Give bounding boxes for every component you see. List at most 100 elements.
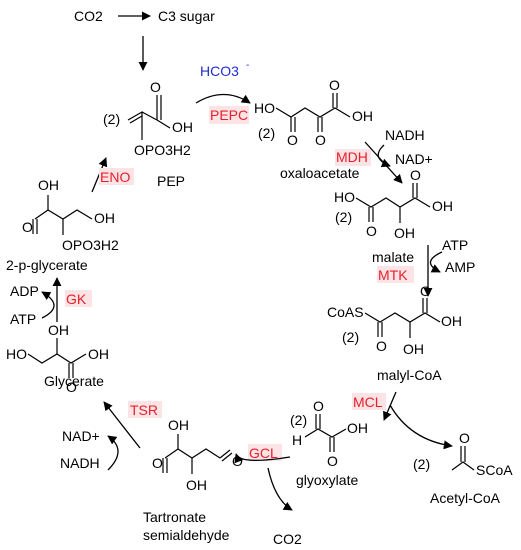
pep-carbonyl-o: O: [150, 79, 161, 95]
malyl-coas: CoAS: [327, 304, 364, 320]
oaa-oh: OH: [352, 108, 373, 124]
glyox-o2: O: [327, 453, 338, 469]
tart-oh1: OH: [168, 417, 189, 433]
mdh-nadplus: NAD+: [395, 151, 433, 167]
glyox-oh: OH: [347, 420, 368, 436]
mal-oh1: OH: [394, 225, 415, 241]
acetyl-o: O: [459, 430, 470, 446]
gk-enzyme: GK: [66, 291, 87, 307]
oxaloacetate-label: oxaloacetate: [280, 165, 360, 181]
mdh-cofactor-arrow: [377, 144, 391, 168]
tsr-arrow: [103, 401, 141, 449]
mal-ho: HO: [334, 189, 355, 205]
c3-sugar-label: C3 sugar: [158, 8, 215, 24]
malyl-o1: O: [376, 338, 387, 354]
oaa-o3: O: [329, 77, 340, 93]
tartronate-label-2: semialdehyde: [143, 527, 230, 543]
pg-opo3h2: OPO3H2: [62, 237, 119, 253]
mtk-cofactor-arrow: [429, 251, 443, 273]
tsr-enzyme: TSR: [130, 402, 158, 418]
gcl-enzyme: GCL: [249, 445, 278, 461]
malyl-oh2: OH: [441, 313, 462, 329]
hco3-label: HCO3: [200, 63, 239, 79]
mdh-nadh: NADH: [385, 127, 425, 143]
glyc-ho: HO: [6, 346, 27, 362]
mdh-bg: [335, 149, 371, 166]
pg-oh1: OH: [38, 177, 59, 193]
mcl-bg: [352, 393, 386, 410]
pepc-enzyme: PEPC: [210, 107, 248, 123]
glyoxylate-label: glyoxylate: [296, 472, 358, 488]
2pg-structure: OH O OPO3H2 OH: [22, 177, 119, 253]
pep-oh: OH: [172, 119, 193, 135]
oxaloacetate-structure: HO O O O OH (2): [254, 77, 373, 148]
co2-bottom-label: CO2: [273, 531, 302, 547]
acetyl-coa-structure: O SCoA (2): [413, 430, 513, 478]
glyc-oh2: OH: [88, 346, 109, 362]
malyl-stoich: (2): [342, 329, 359, 345]
pg-o: O: [22, 219, 33, 235]
oaa-stoich: (2): [258, 125, 275, 141]
pep-label: PEP: [157, 173, 185, 189]
gcl-co2-arrow: [267, 467, 293, 511]
gk-atp: ATP: [10, 311, 36, 327]
mal-oh2: OH: [432, 198, 453, 214]
hco3-charge: -: [246, 60, 249, 71]
tartronate-label-1: Tartronate: [143, 509, 206, 525]
pepc-arrow: [195, 93, 251, 104]
tart-o1: O: [152, 455, 163, 471]
2pg-label: 2-p-glycerate: [6, 257, 88, 273]
pep-structure: (2) O OH OPO3H2: [103, 79, 193, 158]
gcl-bg: [248, 444, 282, 461]
glycerate-structure: HO OH O OH: [6, 322, 109, 395]
pep-opo3h2: OPO3H2: [134, 142, 191, 158]
malate-label: malate: [372, 249, 414, 265]
gk-bg: [65, 290, 92, 307]
malyl-oh1: OH: [403, 341, 424, 357]
glyc-o: O: [66, 379, 77, 395]
gk-cofactor-arrow: [41, 291, 55, 319]
mtk-atp: ATP: [442, 237, 468, 253]
mcl-arrow-acetylcoa: [389, 404, 453, 450]
pep-stoich: (2): [103, 111, 120, 127]
mtk-bg: [377, 266, 414, 283]
glyox-h: H: [292, 432, 302, 448]
acetyl-scoa: SCoA: [476, 462, 513, 478]
mcl-enzyme: MCL: [353, 394, 383, 410]
eno-bg: [99, 168, 134, 185]
mal-o1: O: [366, 223, 377, 239]
tsr-cofactor-arrow: [107, 435, 119, 471]
malyl-o2: O: [420, 283, 431, 299]
malate-structure: HO O OH O OH (2): [334, 167, 453, 241]
oaa-o1: O: [287, 132, 298, 148]
pepc-bg: [209, 106, 249, 124]
tart-oh2: OH: [186, 477, 207, 493]
mdh-enzyme: MDH: [336, 149, 368, 165]
glycerate-label: Glycerate: [44, 373, 104, 389]
gcl-arrow: [234, 453, 291, 464]
eno-enzyme: ENO: [100, 169, 130, 185]
mal-o2: O: [410, 167, 421, 183]
tartronate-structure: OH O OH O: [152, 417, 243, 493]
pg-oh2: OH: [94, 210, 115, 226]
acetyl-stoich: (2): [413, 456, 430, 472]
tsr-nadh: NADH: [60, 455, 100, 471]
co2-top-label: CO2: [74, 8, 103, 24]
malyl-coa-structure: CoAS O OH O OH (2): [327, 283, 462, 357]
oaa-ho: HO: [254, 100, 275, 116]
glyoxylate-structure: (2) O O OH H: [290, 398, 368, 469]
mtk-enzyme: MTK: [378, 267, 408, 283]
tart-o2: O: [232, 453, 243, 469]
tsr-nadplus: NAD+: [62, 428, 100, 444]
glyox-stoich: (2): [290, 412, 307, 428]
malyl-coa-label: malyl-CoA: [377, 367, 442, 383]
gk-adp: ADP: [10, 283, 39, 299]
mal-stoich: (2): [335, 209, 352, 225]
oaa-o2: O: [315, 132, 326, 148]
acetyl-coa-label: Acetyl-CoA: [430, 490, 501, 506]
tsr-bg: [128, 401, 162, 418]
mtk-amp: AMP: [445, 259, 475, 275]
glyc-oh1: OH: [48, 322, 69, 338]
glyox-o1: O: [313, 398, 324, 414]
